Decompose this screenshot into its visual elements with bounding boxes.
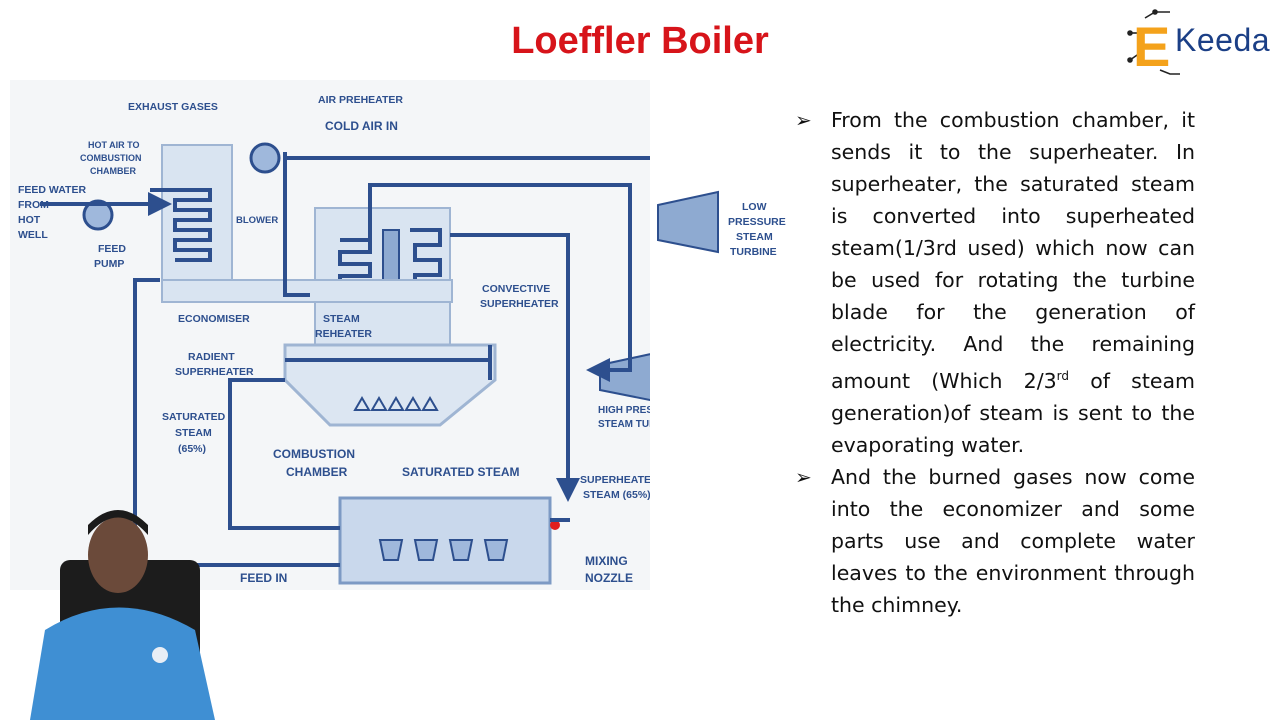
bullet-text-1-after: of steam generation)of steam is sent to … bbox=[831, 368, 1195, 457]
label-combustion-2: CHAMBER bbox=[286, 465, 348, 479]
label-cold-air-in: COLD AIR IN bbox=[325, 119, 398, 133]
evaporator-drum bbox=[338, 496, 552, 585]
logo-brand-text: Keeda bbox=[1175, 22, 1271, 58]
label-feed-pump-1: FEED bbox=[98, 243, 126, 255]
bullet-item-1: ➢ From the combustion chamber, it sends … bbox=[795, 104, 1195, 461]
label-sat-steam-2: STEAM bbox=[175, 427, 212, 439]
label-hp-turbine-2: STEAM TURBINE bbox=[598, 419, 650, 430]
label-feed-in: FEED IN bbox=[240, 571, 287, 585]
bullet-text-1: From the combustion chamber, it sends it… bbox=[831, 108, 1195, 393]
slide-title: Loeffler Boiler bbox=[511, 20, 769, 62]
label-sat-steam-1: SATURATED bbox=[162, 411, 226, 423]
label-feed-water-1: FEED WATER bbox=[18, 184, 86, 196]
presenter-hair bbox=[88, 510, 148, 535]
label-lp-turbine-4: TURBINE bbox=[730, 246, 777, 258]
bullet-list: ➢ From the combustion chamber, it sends … bbox=[795, 104, 1195, 621]
label-superheated-2: STEAM (65%) bbox=[583, 489, 650, 501]
flame-burners bbox=[353, 396, 439, 411]
logo-letter-e: E bbox=[1133, 15, 1170, 78]
pipework bbox=[40, 152, 650, 567]
label-mixing-1: MIXING bbox=[585, 554, 628, 568]
bullet-item-2: ➢ And the burned gases now come into the… bbox=[795, 461, 1195, 621]
label-exhaust-gases: EXHAUST GASES bbox=[128, 101, 218, 113]
label-air-preheater: AIR PREHEATER bbox=[318, 94, 403, 106]
ekeeda-logo: E bbox=[1127, 9, 1180, 78]
label-blower: BLOWER bbox=[236, 215, 278, 226]
label-hot-air-1: HOT AIR TO bbox=[88, 140, 140, 150]
gas-duct bbox=[161, 279, 453, 303]
label-superheated-1: SUPERHEATED bbox=[580, 474, 650, 486]
blower bbox=[249, 142, 281, 174]
presenter-video bbox=[30, 510, 215, 720]
label-lp-turbine-3: STEAM bbox=[736, 231, 773, 243]
label-hp-turbine-1: HIGH PRESSURE bbox=[598, 405, 650, 416]
label-feed-water-3: HOT bbox=[18, 214, 41, 226]
presenter-head bbox=[88, 517, 148, 593]
label-steam-reheater-1: STEAM bbox=[323, 313, 360, 325]
lp-turbine-shape bbox=[657, 190, 719, 254]
bullet-text-2: And the burned gases now come into the e… bbox=[831, 464, 1195, 617]
label-feed-pump-2: PUMP bbox=[94, 258, 124, 270]
label-convective-1: CONVECTIVE bbox=[482, 283, 550, 295]
bullet-arrow-icon: ➢ bbox=[795, 108, 812, 132]
label-hot-air-3: CHAMBER bbox=[90, 166, 136, 176]
presenter-shirt bbox=[30, 607, 215, 720]
economiser-tower bbox=[161, 144, 233, 301]
label-feed-water-2: FROM bbox=[18, 199, 49, 211]
mixing-nozzles bbox=[378, 539, 509, 561]
label-saturated-steam: SATURATED STEAM bbox=[402, 465, 520, 479]
bullet-sup-1: rd bbox=[1056, 369, 1070, 383]
convective-coil bbox=[410, 228, 442, 290]
bullet-arrow-icon: ➢ bbox=[795, 464, 812, 489]
label-lp-turbine-2: PRESSURE bbox=[728, 216, 786, 228]
economiser-coil bbox=[150, 188, 212, 262]
label-convective-2: SUPERHEATER bbox=[480, 298, 559, 310]
lp-turbine-label-group: LOW PRESSURE STEAM TURBINE bbox=[657, 190, 786, 258]
label-hot-air-2: COMBUSTION bbox=[80, 153, 142, 163]
label-feed-water-4: WELL bbox=[18, 229, 48, 241]
label-mixing-2: NOZZLE bbox=[585, 571, 633, 585]
label-economiser: ECONOMISER bbox=[178, 313, 250, 325]
label-sat-steam-3: (65%) bbox=[178, 443, 206, 455]
label-radiant-1: RADIENT bbox=[188, 351, 235, 363]
label-steam-reheater-2: REHEATER bbox=[315, 328, 372, 340]
logo-circuit-icon bbox=[1127, 9, 1180, 75]
label-lp-turbine-1: LOW bbox=[742, 201, 767, 213]
label-combustion-1: COMBUSTION bbox=[273, 447, 355, 461]
shirt-logo-icon bbox=[152, 647, 168, 663]
label-radiant-2: SUPERHEATER bbox=[175, 366, 254, 378]
loeffler-boiler-diagram: EXHAUST GASES AIR PREHEATER COLD AIR IN … bbox=[10, 80, 650, 590]
reheater-coil bbox=[338, 238, 372, 288]
feed-pump bbox=[82, 199, 114, 231]
pointer-marker bbox=[550, 520, 560, 530]
